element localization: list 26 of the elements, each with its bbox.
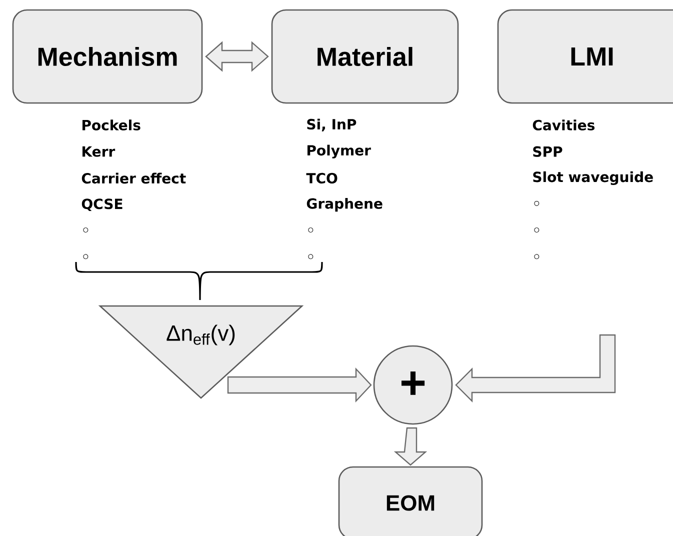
list-item: ◦ (308, 254, 314, 260)
list-item: TCO (306, 172, 338, 184)
list-item: ◦ (83, 254, 88, 260)
list-item: Polymer (308, 144, 371, 158)
list-item: Kerr (82, 146, 116, 157)
list-item: Cavities (532, 120, 594, 130)
category-box: Mechanism (12, 9, 203, 104)
category-box: LMI (497, 9, 673, 104)
list-item: Carrier effect (82, 172, 186, 184)
block-arrow (394, 427, 428, 466)
list-item: ◦ (83, 228, 88, 232)
block-arrow (205, 41, 269, 72)
list-item: Graphene (306, 198, 382, 212)
list-item: ◦ (534, 200, 540, 206)
list-item: ◦ (534, 228, 540, 232)
list-item: Si, InP (307, 118, 356, 132)
category-box: Material (271, 9, 459, 104)
list-item: Slot waveguide (533, 171, 653, 186)
list-item: QCSE (82, 198, 122, 211)
list-item: ◦ (534, 254, 540, 260)
list-item: SPP (533, 146, 562, 157)
list-item: Pockels (82, 120, 140, 130)
block-arrow (455, 334, 616, 402)
output-box: EOM (338, 466, 483, 536)
block-arrow (227, 367, 372, 402)
list-item: ◦ (308, 228, 314, 232)
